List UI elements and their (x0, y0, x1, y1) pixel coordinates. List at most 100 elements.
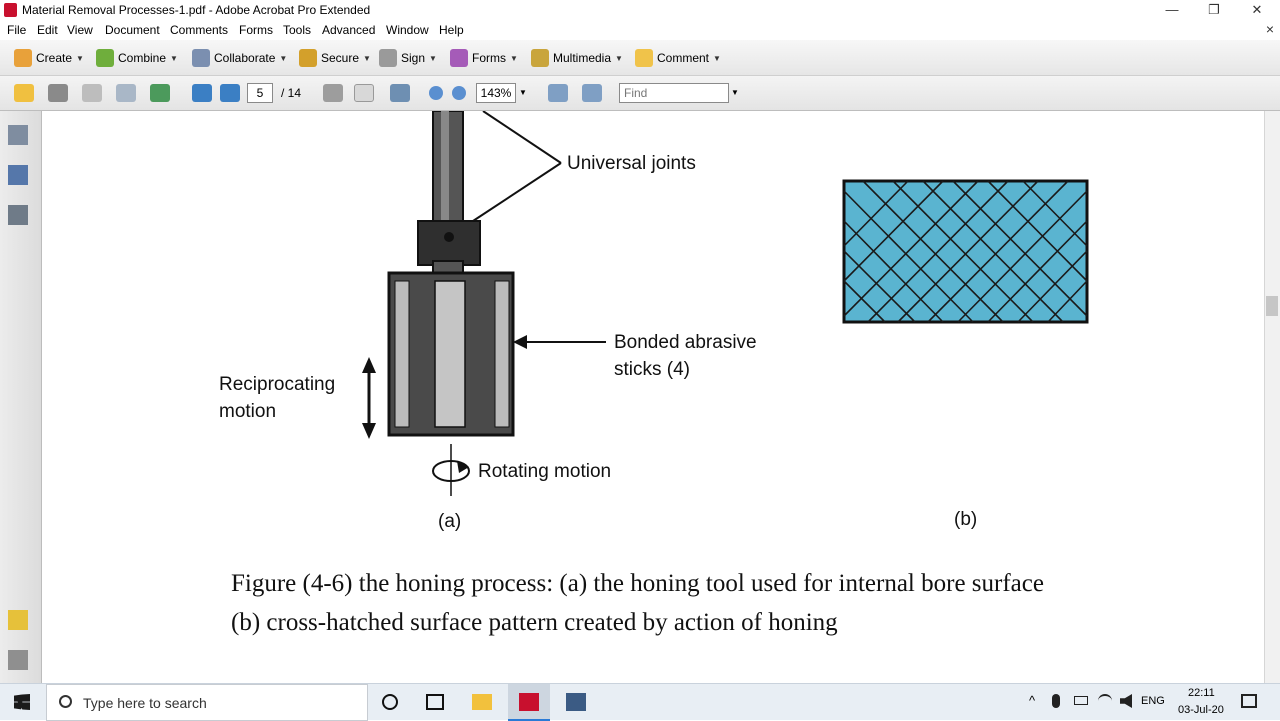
chevron-down-icon: ▼ (363, 53, 371, 63)
label-b: (b) (954, 509, 978, 530)
acrobat-app-icon (4, 3, 17, 17)
label-motion: motion (219, 401, 277, 422)
menu-view[interactable]: View (67, 23, 93, 37)
combine-button[interactable]: Combine ▼ (96, 48, 178, 68)
hatch-lines (843, 180, 1088, 323)
forms-button[interactable]: Forms ▼ (450, 48, 518, 68)
comment-button[interactable]: Comment ▼ (635, 48, 721, 68)
chevron-down-icon: ▼ (429, 53, 437, 63)
chevron-down-icon: ▼ (510, 53, 518, 63)
label-reciprocating: Reciprocating (219, 374, 336, 395)
taskbar-search[interactable]: Type here to search (46, 684, 368, 721)
abrasive-stick (394, 280, 410, 428)
open-folder-icon[interactable] (14, 84, 34, 102)
menu-document[interactable]: Document (105, 23, 160, 37)
wifi-icon[interactable] (1098, 694, 1112, 708)
collaborate-icon (192, 49, 210, 67)
file-explorer-taskbar-button[interactable] (462, 684, 502, 721)
volume-icon[interactable] (1120, 694, 1132, 708)
secure-button[interactable]: Secure ▼ (299, 48, 371, 68)
page-number-input[interactable]: 5 (247, 83, 273, 103)
search-icon (59, 695, 72, 708)
windows-taskbar: Type here to search ^ ENG 22:11 03-Jul-2… (0, 683, 1280, 721)
zoom-in-icon[interactable] (452, 86, 466, 100)
email-icon[interactable] (116, 84, 136, 102)
previous-page-icon[interactable] (192, 84, 212, 102)
acrobat-taskbar-button[interactable] (508, 684, 550, 721)
close-document-icon[interactable]: × (1265, 21, 1274, 37)
minimize-button[interactable]: — (1165, 2, 1179, 17)
fit-width-icon[interactable] (548, 84, 568, 102)
clock-time[interactable]: 22:11 (1188, 687, 1215, 699)
find-input[interactable]: Find (619, 83, 729, 103)
app-icon (566, 693, 586, 711)
create-button[interactable]: Create ▼ (14, 48, 84, 68)
comments-icon[interactable] (8, 610, 28, 630)
document-view[interactable]: Universal joints Bonded abrasive sticks … (43, 111, 1263, 683)
title-bar: Material Removal Processes-1.pdf - Adobe… (0, 0, 1280, 20)
universal-joint (417, 220, 481, 266)
next-page-icon[interactable] (220, 84, 240, 102)
multimedia-button[interactable]: Multimedia ▼ (531, 48, 623, 68)
caption-line-2: (b) cross-hatched surface pattern create… (231, 609, 838, 636)
battery-icon[interactable] (1074, 696, 1088, 705)
signatures-icon[interactable] (8, 205, 28, 225)
pen-icon (379, 49, 397, 67)
menu-window[interactable]: Window (386, 23, 429, 37)
comment-icon (635, 49, 653, 67)
collaborate-button[interactable]: Collaborate ▼ (192, 48, 287, 68)
zoom-level-input[interactable]: 143% (476, 83, 516, 103)
show-hidden-icons[interactable]: ^ (1029, 693, 1036, 708)
cortana-icon[interactable] (382, 694, 398, 710)
print-icon[interactable] (48, 84, 68, 102)
marquee-zoom-icon[interactable] (390, 84, 410, 102)
app-taskbar-button[interactable] (556, 684, 596, 721)
label-rotating-motion: Rotating motion (478, 461, 612, 482)
menu-tools[interactable]: Tools (283, 23, 312, 37)
find-dropdown-icon[interactable]: ▼ (731, 88, 739, 97)
attachments-icon[interactable] (8, 650, 28, 670)
select-tool-icon[interactable] (323, 84, 343, 102)
pages-icon[interactable] (8, 125, 28, 145)
chevron-down-icon: ▼ (170, 53, 178, 63)
forms-label: Forms (472, 51, 506, 65)
clock-date[interactable]: 03-Jul-20 (1178, 704, 1224, 716)
navigation-toolbar (0, 76, 1280, 111)
menu-file[interactable]: File (7, 23, 27, 37)
scrollbar-thumb[interactable] (1266, 296, 1278, 316)
microphone-icon[interactable] (1052, 694, 1060, 708)
menu-help[interactable]: Help (439, 23, 464, 37)
label-sticks: sticks (4) (614, 359, 690, 380)
bookmarks-icon[interactable] (8, 165, 28, 185)
notifications-icon[interactable] (1241, 694, 1257, 708)
page-total: / 14 (281, 86, 302, 100)
folder-icon (472, 694, 492, 710)
create-label: Create (36, 51, 73, 65)
chevron-down-icon: ▼ (615, 53, 623, 63)
multimedia-icon (531, 49, 549, 67)
windows-start-icon[interactable] (14, 694, 30, 710)
menu-edit[interactable]: Edit (37, 23, 58, 37)
menu-advanced[interactable]: Advanced (322, 23, 376, 37)
menu-comments[interactable]: Comments (170, 23, 229, 37)
menu-bar: File Edit View Document Comments Forms T… (0, 20, 1280, 40)
save-icon[interactable] (82, 84, 102, 102)
forms-icon (450, 49, 468, 67)
hand-tool-icon[interactable] (354, 84, 374, 102)
language-indicator[interactable]: ENG (1141, 695, 1165, 707)
restore-button[interactable]: ❐ (1208, 2, 1220, 17)
share-icon[interactable] (150, 84, 170, 102)
zoom-out-icon[interactable] (429, 86, 443, 100)
label-a: (a) (438, 511, 462, 532)
task-view-icon[interactable] (426, 694, 444, 710)
zoom-dropdown-icon[interactable]: ▼ (519, 88, 527, 97)
close-button[interactable]: ✕ (1251, 2, 1263, 17)
chevron-down-icon: ▼ (713, 53, 721, 63)
label-universal-joints: Universal joints (567, 153, 696, 174)
lock-icon (299, 49, 317, 67)
fit-page-icon[interactable] (582, 84, 602, 102)
window-title: Material Removal Processes-1.pdf - Adobe… (22, 3, 371, 17)
menu-forms[interactable]: Forms (239, 23, 273, 37)
vertical-scrollbar[interactable] (1264, 111, 1280, 683)
sign-button[interactable]: Sign ▼ (379, 48, 437, 68)
